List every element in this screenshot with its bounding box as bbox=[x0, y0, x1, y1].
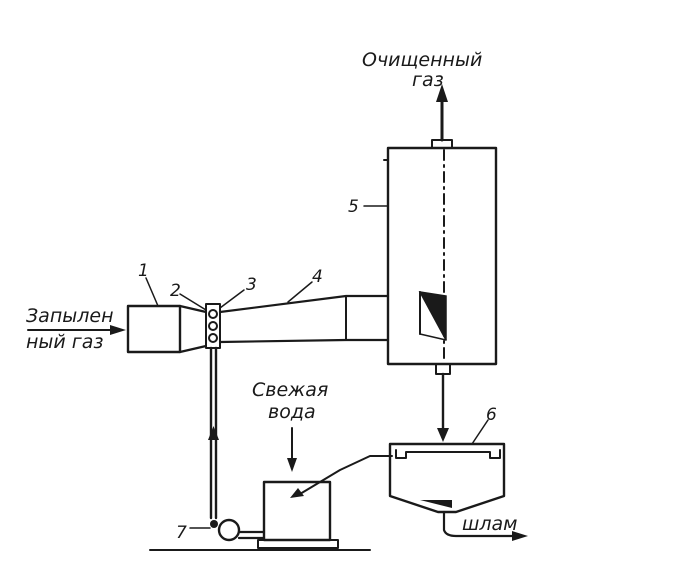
inlet-chamber bbox=[126, 304, 208, 354]
fresh-water-arrow bbox=[287, 427, 297, 472]
return-line bbox=[290, 455, 393, 498]
pump bbox=[149, 518, 371, 551]
settler-tank bbox=[388, 442, 506, 514]
sludge-outlet bbox=[442, 510, 528, 541]
leader-lines bbox=[145, 205, 489, 529]
callout-4: 4 bbox=[312, 267, 323, 287]
callout-2: 2 bbox=[170, 281, 181, 301]
spray-nozzles bbox=[205, 303, 221, 349]
pump-riser-pipe bbox=[208, 346, 219, 520]
water-tank bbox=[257, 480, 339, 549]
separator-column bbox=[383, 139, 498, 375]
separator-drain bbox=[437, 372, 449, 442]
callout-1: 1 bbox=[138, 261, 149, 281]
venturi-diffuser bbox=[218, 294, 390, 344]
fresh-water-label-line1: Свежая bbox=[252, 379, 328, 401]
callout-3: 3 bbox=[246, 275, 257, 295]
dusty-gas-label-line2: ный газ bbox=[26, 331, 104, 353]
clean-gas-label-line1: Очищенный bbox=[362, 49, 482, 71]
callout-6: 6 bbox=[486, 405, 497, 425]
sludge-label: шлам bbox=[462, 513, 518, 535]
dusty-gas-arrow bbox=[27, 325, 126, 335]
callout-7: 7 bbox=[176, 523, 187, 543]
dusty-gas-label-line1: Запылен bbox=[26, 305, 114, 327]
callout-5: 5 bbox=[348, 197, 359, 217]
clean-gas-label-line2: газ bbox=[412, 69, 444, 91]
fresh-water-label-line2: вода bbox=[268, 401, 316, 423]
clean-gas-arrow bbox=[436, 84, 448, 142]
